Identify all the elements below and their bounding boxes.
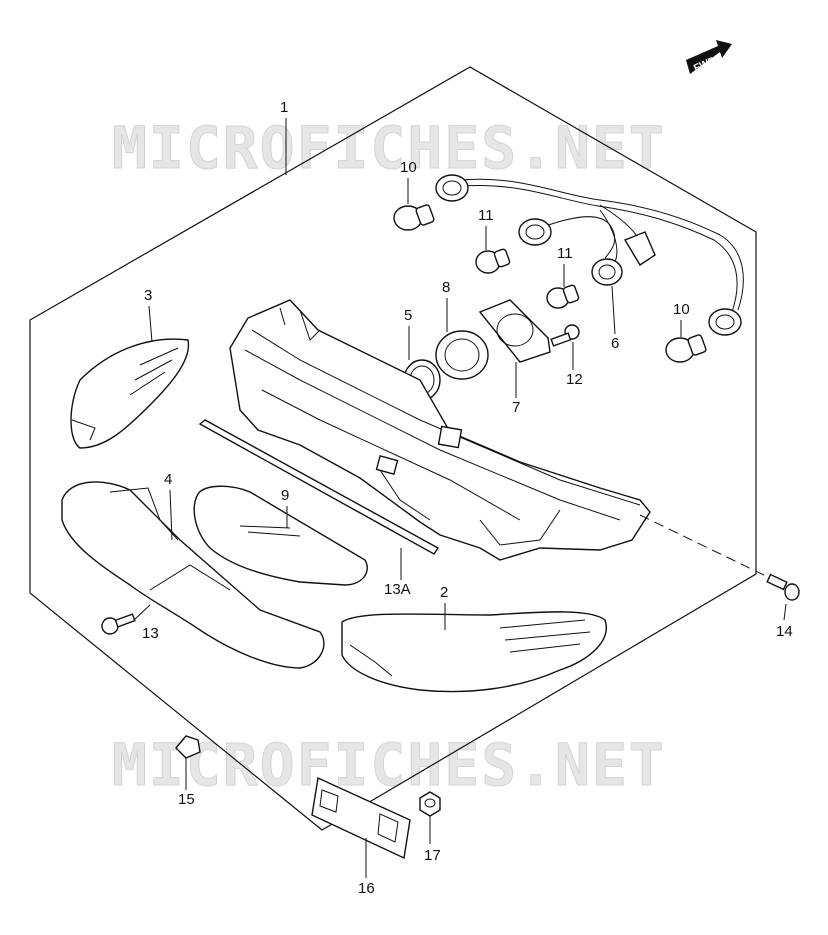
- callout-12-label: 12: [566, 371, 583, 388]
- callout-13: 13: [142, 625, 159, 642]
- callout-9-label: 9: [281, 487, 289, 504]
- callout-10b-label: 10: [673, 301, 690, 318]
- callout-16: 16: [358, 838, 375, 897]
- bulb-socket: [591, 258, 623, 286]
- nut-17: [419, 791, 441, 817]
- bulb-socket: [518, 218, 552, 246]
- callout-17-label: 17: [424, 847, 441, 864]
- callout-9: 9: [281, 487, 289, 528]
- callout-10a-label: 10: [400, 159, 417, 176]
- lamp-housing: [229, 299, 651, 561]
- callout-14-label: 14: [776, 623, 793, 640]
- bulb-socket: [708, 308, 742, 336]
- fwd-arrow-icon: FWD: [686, 40, 732, 74]
- callout-15-label: 15: [178, 791, 195, 808]
- bulb-socket: [435, 174, 469, 202]
- callout-13a-label: 13A: [384, 581, 411, 598]
- callout-14: 14: [776, 603, 793, 640]
- callout-8-label: 8: [442, 279, 450, 296]
- callout-13-label: 13: [142, 625, 159, 642]
- callout-5: 5: [404, 307, 412, 360]
- plate-9: [193, 485, 368, 586]
- callout-11b: 11: [557, 245, 573, 287]
- callout-6-label: 6: [611, 335, 619, 352]
- callout-11a: 11: [478, 207, 494, 250]
- seal-strip-13a: [198, 419, 440, 555]
- callout-2: 2: [440, 584, 448, 630]
- callout-2-label: 2: [440, 584, 448, 601]
- watermark-top: MICROFICHES.NET: [112, 114, 666, 182]
- callout-12: 12: [566, 342, 583, 388]
- callout-3: 3: [144, 287, 153, 343]
- wiring-harness: [435, 174, 744, 336]
- callout-10b: 10: [673, 301, 690, 337]
- callout-1-label: 1: [280, 99, 288, 116]
- callout-11a-label: 11: [478, 207, 494, 224]
- reflector-16: [311, 776, 411, 860]
- bulb-11-lower: [546, 284, 580, 309]
- callout-16-label: 16: [358, 880, 375, 897]
- callout-4-label: 4: [164, 471, 172, 488]
- lens-3: [70, 338, 190, 449]
- callout-6: 6: [611, 285, 619, 352]
- screw-14: [639, 514, 800, 601]
- watermark-bottom: MICROFICHES.NET: [112, 731, 666, 799]
- assembly-boundary: [29, 66, 757, 831]
- screw-12: [550, 324, 580, 347]
- callout-15: 15: [178, 758, 195, 808]
- lens-2: [341, 611, 607, 693]
- bulb-10-left: [393, 204, 435, 231]
- callout-13a: 13A: [384, 548, 411, 598]
- callout-17: 17: [424, 816, 441, 864]
- clip-15: [175, 735, 201, 759]
- screw-13: [101, 604, 151, 635]
- callout-8: 8: [442, 279, 450, 332]
- callout-3-label: 3: [144, 287, 152, 304]
- callout-5-label: 5: [404, 307, 412, 324]
- callout-7-label: 7: [512, 399, 520, 416]
- callout-7: 7: [512, 362, 520, 416]
- callout-10a: 10: [400, 159, 417, 204]
- cover-4: [61, 481, 325, 669]
- callout-1: 1: [280, 99, 288, 175]
- bulb-11-upper: [475, 248, 511, 274]
- callout-4: 4: [164, 471, 173, 541]
- bulb-10-right: [665, 334, 707, 363]
- ring-8: [435, 330, 489, 380]
- callout-11b-label: 11: [557, 245, 573, 262]
- gasket-7: [478, 299, 551, 363]
